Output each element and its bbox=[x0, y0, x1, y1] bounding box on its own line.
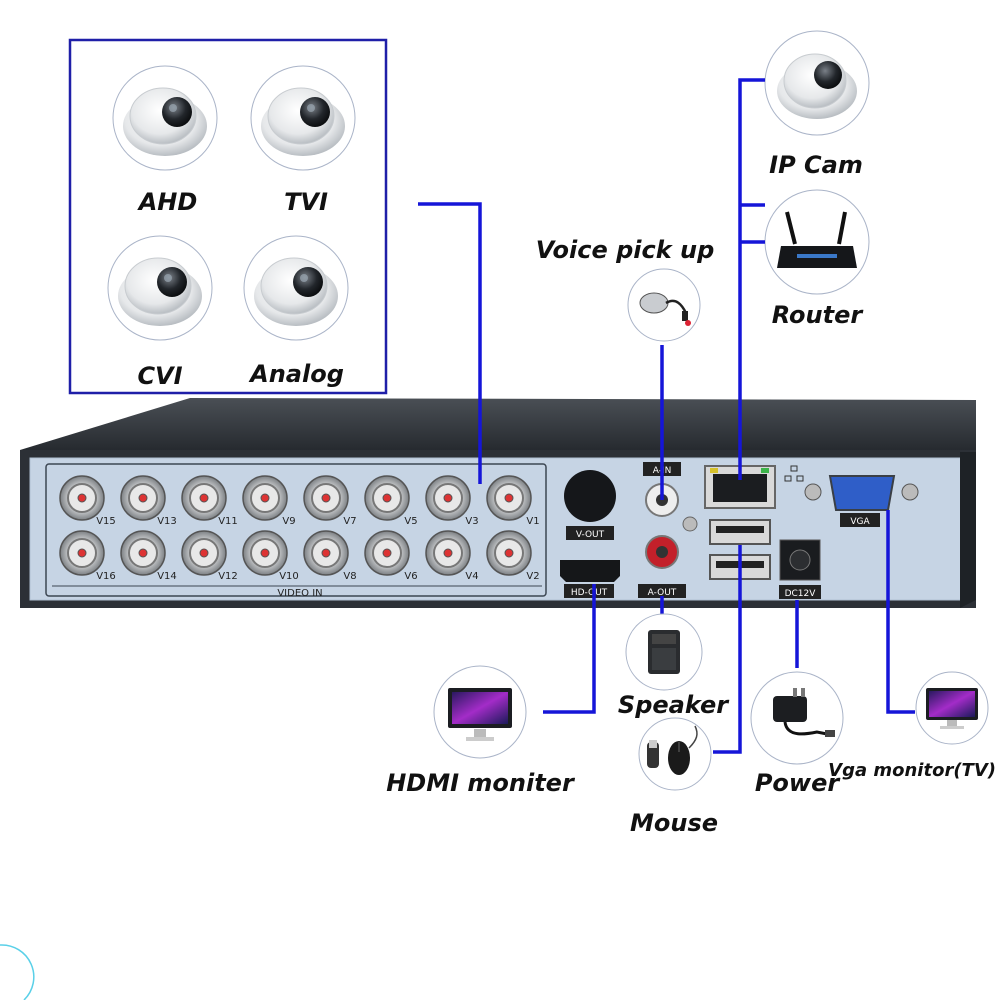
label-cvi: CVI bbox=[137, 362, 182, 390]
line-vga bbox=[886, 510, 915, 714]
label-hdmi-monitor: HDMI moniter bbox=[386, 769, 576, 797]
vga-monitor-device bbox=[915, 671, 989, 745]
bnc-port-v16[interactable] bbox=[59, 530, 105, 576]
bnc-port-v3[interactable] bbox=[425, 475, 471, 521]
label-dc12v: DC12V bbox=[785, 589, 817, 599]
hdmi-monitor-device bbox=[433, 665, 527, 759]
bnc-label-v7: V7 bbox=[343, 516, 356, 527]
bnc-port-v2[interactable] bbox=[486, 530, 532, 576]
corner-arc bbox=[0, 944, 35, 1000]
microphone-icon bbox=[639, 292, 691, 326]
line-cameras bbox=[418, 202, 482, 484]
mouse-device bbox=[638, 717, 712, 791]
bnc-label-v15: V15 bbox=[96, 516, 116, 527]
power-adapter-icon bbox=[773, 688, 835, 737]
hdmi-port[interactable] bbox=[560, 560, 620, 582]
bnc-label-v4: V4 bbox=[465, 571, 478, 582]
label-analog: Analog bbox=[248, 360, 344, 388]
bnc-label-v12: V12 bbox=[218, 571, 238, 582]
bnc-label-v16: V16 bbox=[96, 571, 116, 582]
dome-camera-icon bbox=[123, 87, 207, 156]
bnc-label-v13: V13 bbox=[157, 516, 177, 527]
dome-camera-icon bbox=[254, 257, 338, 326]
bnc-port-v4[interactable] bbox=[425, 530, 471, 576]
label-voice-pickup: Voice pick up bbox=[536, 236, 715, 264]
vga-port[interactable] bbox=[828, 475, 896, 511]
ip-cam-device bbox=[764, 30, 870, 136]
label-hd-out: HD-OUT bbox=[571, 588, 608, 598]
bnc-label-v3: V3 bbox=[465, 516, 478, 527]
camera-analog bbox=[243, 235, 349, 341]
bnc-port-v9[interactable] bbox=[242, 475, 288, 521]
speaker-icon bbox=[648, 630, 680, 674]
v-out-port[interactable] bbox=[564, 470, 616, 522]
dome-camera-icon bbox=[261, 87, 345, 156]
dome-camera-icon bbox=[777, 53, 857, 119]
bnc-port-v14[interactable] bbox=[120, 530, 166, 576]
router-icon bbox=[777, 211, 857, 268]
bnc-label-v8: V8 bbox=[343, 571, 356, 582]
camera-tvi bbox=[250, 65, 356, 171]
bnc-label-v1: V1 bbox=[526, 516, 539, 527]
monitor-icon bbox=[448, 688, 512, 741]
label-vga: VGA bbox=[850, 517, 870, 527]
label-power: Power bbox=[755, 769, 842, 797]
label-vga-monitor: Vga monitor(TV) bbox=[828, 760, 996, 781]
dome-camera-icon bbox=[118, 257, 202, 326]
line-mouse bbox=[713, 545, 742, 754]
label-ahd: AHD bbox=[137, 188, 198, 216]
bnc-label-v2: V2 bbox=[526, 571, 539, 582]
video-in-panel bbox=[45, 463, 547, 597]
label-router: Router bbox=[772, 301, 865, 329]
connection-lines bbox=[418, 78, 915, 754]
monitor-icon bbox=[926, 688, 978, 729]
bnc-port-v10[interactable] bbox=[242, 530, 288, 576]
line-ip-network bbox=[738, 78, 765, 480]
camera-ahd bbox=[112, 65, 218, 171]
bnc-port-v13[interactable] bbox=[120, 475, 166, 521]
bnc-label-v5: V5 bbox=[404, 516, 417, 527]
router-device bbox=[764, 189, 870, 295]
label-a-out: A-OUT bbox=[648, 588, 677, 598]
power-adapter-device bbox=[750, 671, 844, 765]
bnc-label-v6: V6 bbox=[404, 571, 417, 582]
voice-pickup-device bbox=[627, 268, 701, 342]
mouse-icon bbox=[647, 725, 698, 775]
bnc-label-v14: V14 bbox=[157, 571, 177, 582]
bnc-port-v12[interactable] bbox=[181, 530, 227, 576]
bnc-port-v1[interactable] bbox=[486, 475, 532, 521]
analog-camera-group-box bbox=[68, 38, 388, 395]
bnc-label-v9: V9 bbox=[282, 516, 295, 527]
speaker-device bbox=[625, 613, 703, 691]
bnc-port-v6[interactable] bbox=[364, 530, 410, 576]
label-tvi: TVI bbox=[284, 188, 328, 216]
bnc-port-v8[interactable] bbox=[303, 530, 349, 576]
bnc-port-v15[interactable] bbox=[59, 475, 105, 521]
label-v-out: V-OUT bbox=[576, 530, 605, 540]
label-speaker: Speaker bbox=[618, 691, 730, 719]
camera-cvi bbox=[107, 235, 213, 341]
label-mouse: Mouse bbox=[630, 809, 718, 837]
label-video-in: VIDEO IN bbox=[277, 588, 322, 599]
network-icon bbox=[784, 465, 804, 482]
bnc-port-v7[interactable] bbox=[303, 475, 349, 521]
label-ip-cam: IP Cam bbox=[769, 151, 863, 179]
bnc-label-v11: V11 bbox=[218, 516, 238, 527]
bnc-label-v10: V10 bbox=[279, 571, 299, 582]
bnc-port-v11[interactable] bbox=[181, 475, 227, 521]
line-hdmi bbox=[543, 584, 596, 714]
bnc-port-v5[interactable] bbox=[364, 475, 410, 521]
